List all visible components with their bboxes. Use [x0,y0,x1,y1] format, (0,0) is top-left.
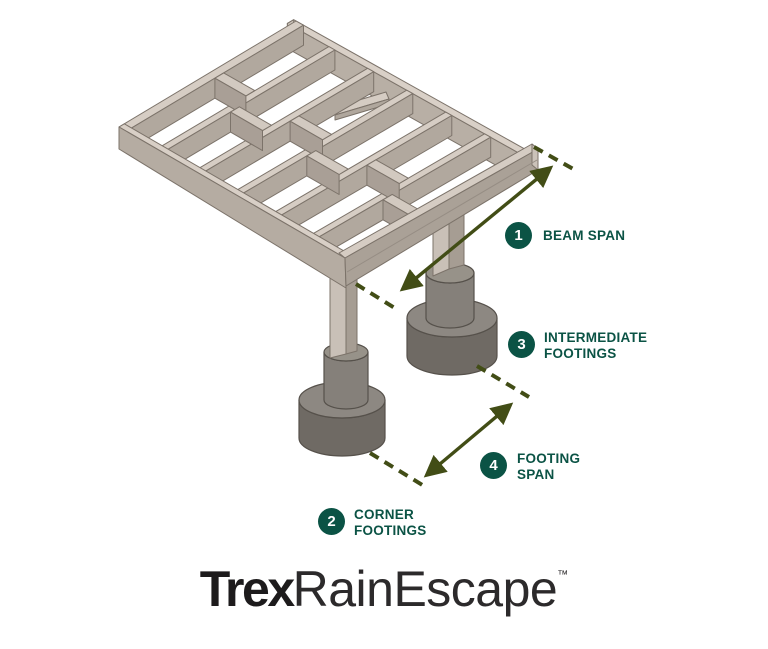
footing-span-arrow [423,402,514,478]
dimension-lines [354,145,576,488]
badge-number: 3 [517,336,526,353]
corner-footing [298,342,386,457]
callout-label-corner-footings: CORNER FOOTINGS [354,507,427,538]
intermediate-footing [406,262,498,376]
callout-label-intermediate-footings: INTERMEDIATE FOOTINGS [544,330,648,361]
callout-badge-3: 3 [508,331,535,358]
beam-span-arrow [399,165,554,292]
logo-trex: Trex [199,561,295,617]
badge-number: 2 [327,513,336,530]
badge-number: 4 [489,457,498,474]
footing-span-dash-lower [368,451,426,488]
beam-span-dash-lower [354,282,400,312]
logo-trademark: ™ [557,569,569,581]
beam-span-dash-upper [533,145,576,172]
callout-label-footing-span: FOOTING SPAN [517,451,581,482]
badge-number: 1 [514,227,523,244]
callout-badge-1: 1 [505,222,532,249]
deck-frame [118,19,525,258]
callout-badge-2: 2 [318,508,345,535]
logo-rainescape: RainEscape [292,561,558,617]
callout-label-beam-span: BEAM SPAN [543,228,626,243]
trex-rainescape-logo: TrexRainEscape™ [0,560,768,618]
callout-badge-4: 4 [480,452,507,479]
footing-span-dash-upper [475,364,531,399]
